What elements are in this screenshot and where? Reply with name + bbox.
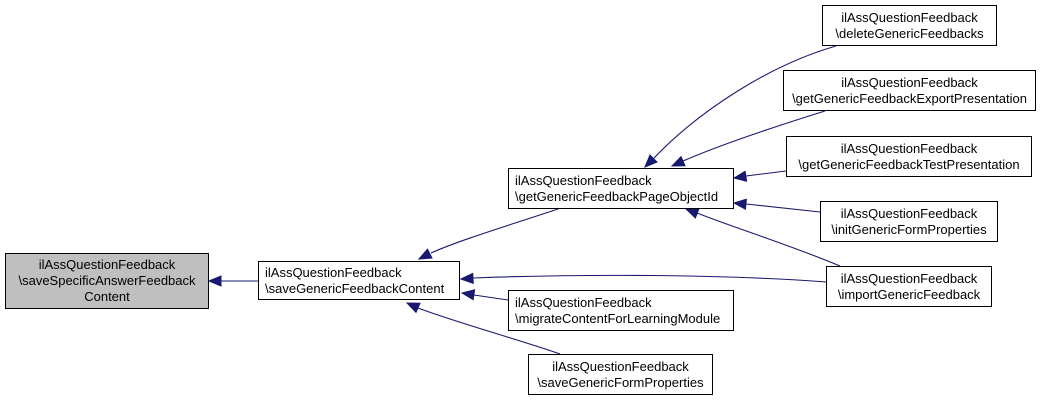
node-get-generic-feedback-export-presentation[interactable]: ilAssQuestionFeedback \getGenericFeedbac… (783, 70, 1036, 111)
edge-n6-to-n2 (682, 110, 826, 162)
node-line: \saveGenericFormProperties (537, 374, 704, 390)
node-import-generic-feedback[interactable]: ilAssQuestionFeedback \importGenericFeed… (826, 266, 992, 307)
arrowhead-n3-to-n1 (460, 289, 476, 301)
node-line: \getGenericFeedbackPageObjectId (515, 188, 719, 204)
edge-n9-to-n1 (472, 274, 827, 283)
arrowhead-n4-to-n1 (405, 302, 421, 314)
edge-n9-to-n2 (696, 212, 841, 267)
node-get-generic-feedback-page-object-id[interactable]: ilAssQuestionFeedback \getGenericFeedbac… (508, 168, 734, 209)
arrowhead-n6-to-n2 (670, 155, 686, 167)
node-line: ilAssQuestionFeedback (840, 205, 978, 221)
node-get-generic-feedback-test-presentation[interactable]: ilAssQuestionFeedback \getGenericFeedbac… (786, 136, 1032, 177)
node-line: ilAssQuestionFeedback (552, 358, 689, 374)
node-migrate-content-for-learning-module[interactable]: ilAssQuestionFeedback \migrateContentFor… (508, 290, 734, 331)
node-init-generic-form-properties[interactable]: ilAssQuestionFeedback \initGenericFormPr… (820, 201, 998, 242)
edge-n8-to-n2 (745, 203, 821, 213)
arrowhead-n1-to-n0 (207, 275, 222, 287)
node-line: \saveGenericFeedbackContent (265, 280, 445, 296)
arrowhead-n8-to-n2 (732, 198, 748, 210)
node-line: Content (84, 289, 130, 304)
arrowhead-n9-to-n2 (684, 208, 700, 219)
node-delete-generic-feedbacks[interactable]: ilAssQuestionFeedback \deleteGenericFeed… (822, 5, 997, 46)
node-save-generic-feedback-content[interactable]: ilAssQuestionFeedback \saveGenericFeedba… (258, 261, 460, 300)
arrowhead-n7-to-n2 (732, 170, 748, 182)
node-line: \initGenericFormProperties (831, 221, 987, 237)
node-line: ilAssQuestionFeedback (841, 9, 978, 25)
edge-n3-to-n1 (473, 294, 509, 301)
edge-n7-to-n2 (745, 170, 787, 177)
node-line: \getGenericFeedbackExportPresentation (792, 90, 1027, 106)
node-line: ilAssQuestionFeedback (38, 257, 176, 272)
node-line: \migrateContentForLearningModule (515, 310, 721, 326)
node-line: ilAssQuestionFeedback (515, 294, 652, 310)
edge-n5-to-n2 (653, 45, 837, 159)
node-line: ilAssQuestionFeedback (840, 270, 978, 286)
node-save-specific-answer-feedback-content[interactable]: ilAssQuestionFeedback \saveSpecificAnswe… (5, 253, 209, 309)
node-line: \importGenericFeedback (837, 286, 981, 302)
node-line: ilAssQuestionFeedback (840, 140, 978, 156)
edge-n4-to-n1 (417, 307, 561, 355)
node-save-generic-form-properties[interactable]: ilAssQuestionFeedback \saveGenericFormPr… (528, 354, 713, 395)
arrowhead-n5-to-n2 (644, 154, 658, 168)
node-line: \getGenericFeedbackTestPresentation (798, 156, 1020, 172)
node-line: \saveSpecificAnswerFeedback (18, 273, 196, 288)
node-line: ilAssQuestionFeedback (841, 74, 978, 90)
node-line: \deleteGenericFeedbacks (835, 25, 984, 41)
arrowhead-n2-to-n1 (417, 248, 433, 260)
edge-n2-to-n1 (430, 208, 559, 254)
node-line: ilAssQuestionFeedback (265, 264, 402, 280)
arrowhead-n9-to-n1 (459, 272, 474, 285)
node-line: ilAssQuestionFeedback (515, 172, 652, 188)
